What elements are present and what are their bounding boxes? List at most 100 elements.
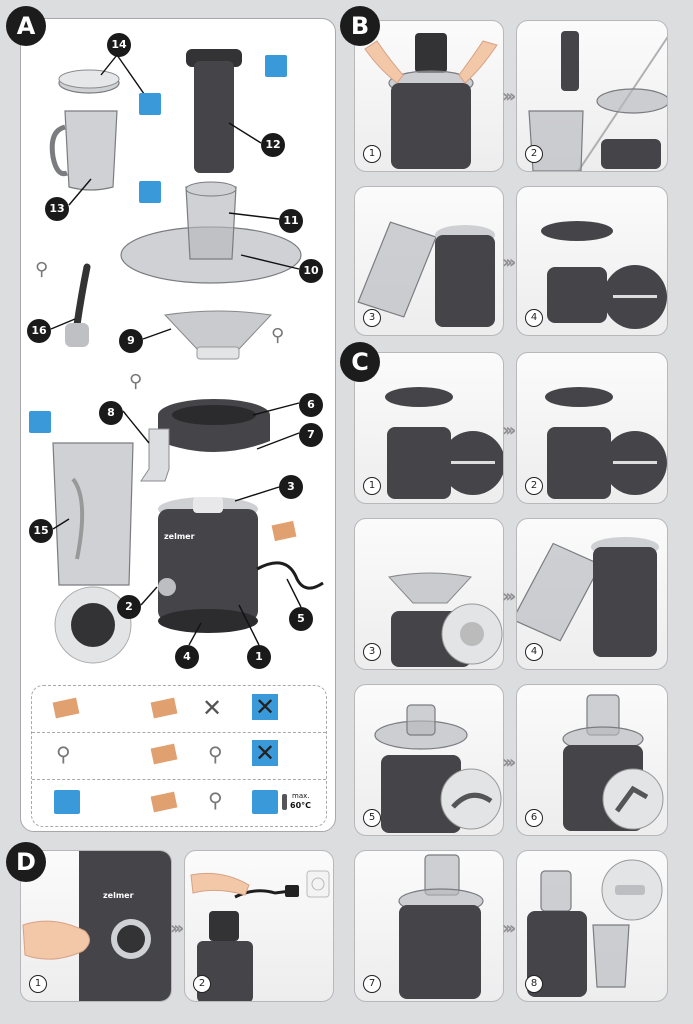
brand-label: zelmer	[164, 532, 195, 541]
step-number: 2	[525, 477, 543, 495]
dishwasher-crossed-icon: ✕	[252, 740, 278, 766]
dishwasher-icon	[29, 411, 51, 433]
cloth-icon	[150, 791, 178, 813]
part-2-callout: 2	[117, 595, 141, 619]
dishwasher-icon	[252, 790, 278, 814]
tap-icon: ⚲	[208, 742, 223, 766]
next-arrow: ›››	[502, 752, 516, 773]
step-number: 2	[193, 975, 211, 993]
locking-clamp	[140, 428, 170, 482]
next-arrow: ›››	[502, 252, 516, 273]
thermometer-icon	[282, 794, 287, 810]
part-13-callout: 13	[45, 197, 69, 221]
tap-icon: ⚲	[271, 325, 285, 346]
lid-mount	[374, 704, 468, 833]
hand	[190, 872, 250, 896]
part-9-callout: 9	[119, 329, 143, 353]
tap-icon: ⚲	[129, 371, 143, 392]
juicer-illustration	[197, 911, 253, 1001]
lock-zoom	[603, 431, 667, 495]
hand	[22, 920, 90, 960]
juicer-illustration	[435, 225, 495, 327]
part-1-callout: 1	[247, 645, 271, 669]
container-twist	[545, 387, 613, 499]
step-number: 4	[525, 643, 543, 661]
step-c4-tile: 4	[516, 518, 668, 670]
cloth-icon	[150, 697, 178, 719]
tap-crossed-icon: ✕	[202, 694, 223, 722]
part-3-callout: 3	[279, 475, 303, 499]
cleaning-brush	[65, 263, 91, 347]
part-12-callout: 12	[261, 133, 285, 157]
pusher-insert	[398, 854, 484, 999]
cloth-icon	[150, 743, 178, 765]
section-d-badge: D	[6, 842, 46, 882]
part-15-callout: 15	[29, 519, 53, 543]
part-16-callout: 16	[27, 319, 51, 343]
dishwasher-icon	[139, 93, 161, 115]
step-number: 1	[363, 145, 381, 163]
tap-icon: ⚲	[56, 742, 71, 766]
next-arrow: ›››	[502, 918, 516, 939]
next-arrow: ›››	[502, 86, 516, 107]
juicer-illustration	[591, 537, 659, 657]
step-b2-tile: 2	[516, 20, 668, 172]
section-a-panel: zelmer 14 12 13 11 10 16 9 8 6 7 3 15 2 …	[20, 18, 336, 832]
part-8-callout: 8	[99, 401, 123, 425]
step-c2-tile: 2	[516, 352, 668, 504]
step-d2-tile: 2	[184, 850, 334, 1002]
juice-container	[158, 399, 270, 452]
step-number: 8	[525, 975, 543, 993]
container-mount	[385, 387, 453, 499]
step-number: 7	[363, 975, 381, 993]
table-row	[32, 732, 326, 733]
container-lift	[541, 221, 613, 323]
plug-in	[234, 870, 330, 899]
step-number: 2	[525, 145, 543, 163]
part-6-callout: 6	[299, 393, 323, 417]
step-d1-tile: zelmer 1	[20, 850, 172, 1002]
cloth-icon	[52, 697, 80, 719]
part-4-callout: 4	[175, 645, 199, 669]
part-10-callout: 10	[299, 259, 323, 283]
motor-base	[158, 497, 258, 633]
dishwasher-icon	[54, 790, 80, 814]
juicer-illustration	[388, 33, 474, 169]
tap-icon: ⚲	[35, 259, 49, 280]
dishwasher-icon	[139, 181, 161, 203]
step-number: 3	[363, 643, 381, 661]
step-c7-tile: 7	[354, 850, 504, 1002]
spout-zoom	[601, 859, 663, 921]
drive-zoom	[441, 603, 503, 665]
jug-placed	[592, 924, 630, 988]
lock-zoom	[603, 265, 667, 329]
step-c3-tile: 3	[354, 518, 504, 670]
step-number: 1	[363, 477, 381, 495]
step-c1-tile: 1	[354, 352, 504, 504]
leader-lines	[50, 54, 302, 646]
step-c8-tile: 8	[516, 850, 668, 1002]
section-c-badge: C	[340, 342, 380, 382]
motor-closeup	[79, 851, 171, 1001]
lid-removal	[596, 88, 667, 169]
section-a-badge: A	[6, 6, 46, 46]
step-b1-tile: 1	[354, 20, 504, 172]
part-5-callout: 5	[289, 607, 313, 631]
next-arrow: ›››	[502, 420, 516, 441]
juicer-lid	[120, 181, 302, 284]
step-c6-tile: 6	[516, 684, 668, 836]
step-number: 5	[363, 809, 381, 827]
step-number: 4	[525, 309, 543, 327]
pulp-container-removal	[357, 221, 437, 318]
brand-label: zelmer	[103, 891, 134, 900]
clamp-zoom	[602, 768, 664, 830]
part-11-callout: 11	[279, 209, 303, 233]
food-pusher	[186, 49, 242, 173]
juice-jug	[49, 110, 118, 191]
table-row	[32, 779, 326, 780]
cleaning-table: ✕ ✕ ⚲ ⚲ ✕ ⚲ max. 60°C	[31, 685, 327, 827]
next-arrow: ›››	[502, 586, 516, 607]
lock-zoom	[441, 431, 503, 495]
clamp-zoom	[440, 768, 502, 830]
